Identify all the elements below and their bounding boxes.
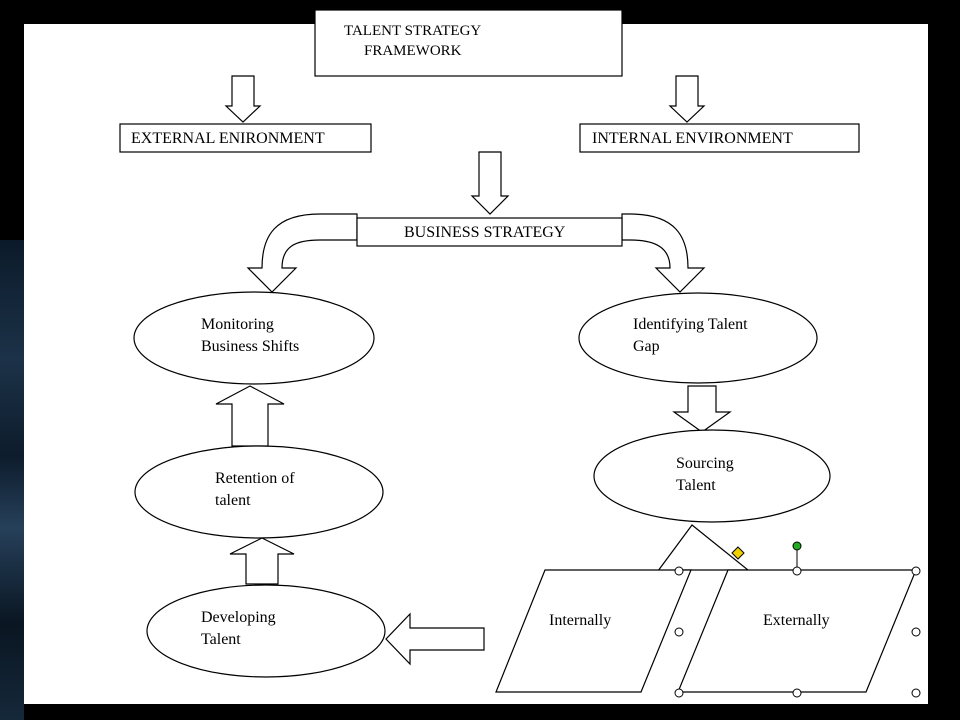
handle-bottom-mid[interactable] [792,688,802,698]
handle-mid-left[interactable] [674,627,684,637]
developing-label-line1: Developing [201,609,276,626]
retention-label-line2: talent [215,492,251,509]
developing-label-line2: Talent [201,631,241,648]
identifying-ellipse [578,292,818,384]
retention-label-line1: Retention of [215,470,295,487]
selection-handles[interactable] [674,541,921,698]
handle-mid-right[interactable] [911,627,921,637]
internal-environment-label: INTERNAL ENVIRONMENT [592,130,793,147]
curved-arrow-right [621,213,706,293]
monitoring-label-line2: Business Shifts [201,338,300,355]
internal-environment-box [579,123,860,153]
arrow-down-to-sourcing [672,385,732,433]
developing-ellipse [146,584,386,678]
title-line1: TALENT STRATEGY [344,23,482,39]
sourcing-ellipse [593,429,831,523]
business-strategy-box [356,217,623,247]
rotate-handle[interactable] [792,541,802,551]
handle-top-right[interactable] [911,566,921,576]
arrow-to-internal [668,75,706,123]
external-environment-box [119,123,372,153]
external-environment-label: EXTERNAL ENIRONMENT [131,130,325,147]
identifying-label-line1: Identifying Talent [633,316,748,333]
background-image-strip [0,240,24,720]
sourcing-label-line2: Talent [676,477,716,494]
title-box [314,9,623,77]
sourcing-connector [653,524,750,576]
arrow-left-to-developing [385,612,485,666]
arrow-up-to-retention [229,537,295,585]
business-strategy-label: BUSINESS STRATEGY [404,224,566,241]
title-line2: FRAMEWORK [364,43,462,59]
internally-label: Internally [549,612,612,629]
handle-top-left[interactable] [674,566,684,576]
retention-ellipse [134,445,384,539]
arrow-to-external [224,75,262,123]
externally-label: Externally [763,612,830,629]
monitoring-label-line1: Monitoring [201,316,274,333]
identifying-label-line2: Gap [633,338,660,355]
handle-top-mid[interactable] [792,566,802,576]
internally-shape [495,569,692,693]
handle-bottom-left[interactable] [674,688,684,698]
externally-shape [677,569,917,693]
curved-arrow-left [246,213,358,293]
arrow-up-to-monitoring [215,385,285,447]
monitoring-ellipse [133,291,375,385]
handle-bottom-right[interactable] [911,688,921,698]
sourcing-label-line1: Sourcing [676,455,734,472]
arrow-to-business-strategy [470,151,510,215]
adjust-handle[interactable] [731,546,745,560]
